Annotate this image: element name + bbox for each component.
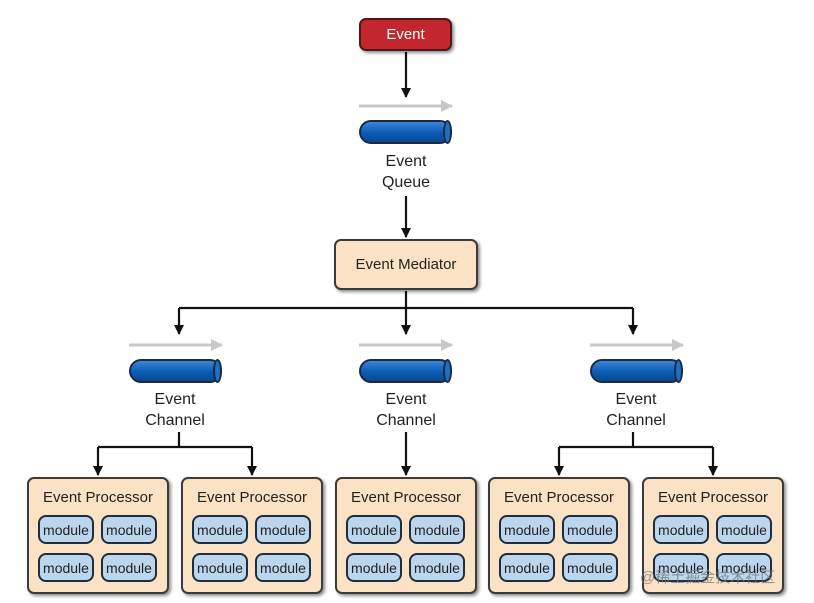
- event-processor-title: Event Processor: [196, 489, 308, 506]
- module-box: module: [346, 553, 402, 582]
- module-box: module: [101, 553, 157, 582]
- event-channel-label-line2: Channel: [606, 412, 666, 429]
- event-queue-label-line2: Queue: [381, 174, 431, 191]
- module-box: module: [346, 515, 402, 544]
- module-box: module: [409, 553, 465, 582]
- module-box: module: [653, 553, 709, 582]
- event-channel-label-line1: Event: [154, 391, 196, 408]
- module-box: module: [716, 515, 772, 544]
- event-queue-label: Event Queue: [356, 151, 456, 193]
- event-channel-pipe-1: [129, 359, 222, 383]
- module-box: module: [562, 553, 618, 582]
- watermark-text: @稀土掘金技术社区: [640, 569, 776, 586]
- module-box: module: [101, 515, 157, 544]
- event-queue-label-line1: Event: [385, 153, 427, 170]
- module-box: module: [255, 553, 311, 582]
- module-box: module: [192, 553, 248, 582]
- module-box: module: [499, 553, 555, 582]
- event-processor-4: Event Processor module module module mod…: [488, 477, 630, 594]
- module-box: module: [653, 515, 709, 544]
- event-channel-pipe-2: [359, 359, 452, 383]
- event-processor-1: Event Processor module module module mod…: [27, 477, 169, 594]
- event-processor-3: Event Processor module module module mod…: [335, 477, 477, 594]
- event-mediator-box: Event Mediator: [334, 239, 478, 290]
- module-box: module: [716, 553, 772, 582]
- event-processor-title: Event Processor: [350, 489, 462, 506]
- event-processor-title: Event Processor: [657, 489, 769, 506]
- event-box: Event: [359, 18, 452, 51]
- event-channel-label-line2: Channel: [145, 412, 205, 429]
- module-box: module: [38, 515, 94, 544]
- module-box: module: [409, 515, 465, 544]
- event-channel-label-2: Event Channel: [356, 389, 456, 431]
- event-channel-pipe-3: [590, 359, 683, 383]
- event-processor-title: Event Processor: [42, 489, 154, 506]
- event-processor-2: Event Processor module module module mod…: [181, 477, 323, 594]
- event-channel-label-line1: Event: [615, 391, 657, 408]
- module-box: module: [192, 515, 248, 544]
- event-queue-pipe: [359, 120, 452, 144]
- event-channel-label-line2: Channel: [376, 412, 436, 429]
- event-channel-label-line1: Event: [385, 391, 427, 408]
- module-box: module: [499, 515, 555, 544]
- event-channel-label-3: Event Channel: [586, 389, 686, 431]
- module-box: module: [38, 553, 94, 582]
- event-processor-5: Event Processor module module module mod…: [642, 477, 784, 594]
- module-box: module: [562, 515, 618, 544]
- event-channel-label-1: Event Channel: [125, 389, 225, 431]
- module-box: module: [255, 515, 311, 544]
- event-processor-title: Event Processor: [503, 489, 615, 506]
